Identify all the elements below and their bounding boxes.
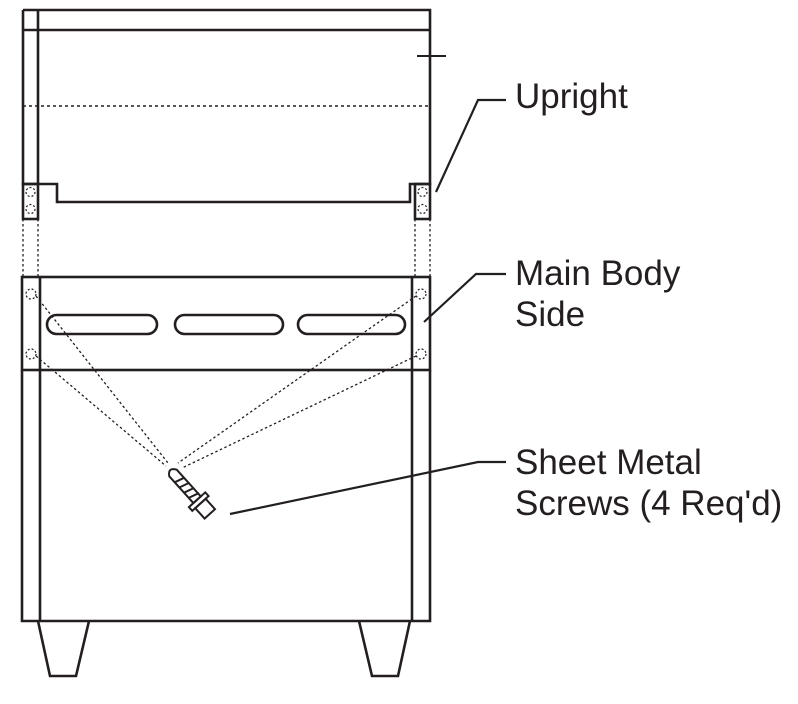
upright-part [21, 8, 446, 221]
leg-feet [36, 620, 412, 678]
main-body-label-line2: Side [515, 295, 586, 334]
main-body-side-label: Main Body Side [515, 253, 680, 335]
screws-label-line1: Sheet Metal [515, 443, 702, 482]
leader-lines [229, 98, 506, 516]
alignment-lines [22, 219, 431, 277]
screw-path-lines [35, 295, 417, 469]
screws-label-line2: Screws (4 Req'd) [515, 484, 783, 523]
upright-label: Upright [515, 76, 628, 117]
upright-label-text: Upright [515, 77, 628, 116]
main-body-label-line1: Main Body [515, 254, 681, 293]
sheet-metal-screw [168, 468, 217, 520]
main-body-part [20, 275, 432, 623]
sheet-metal-screws-label: Sheet Metal Screws (4 Req'd) [515, 442, 782, 524]
